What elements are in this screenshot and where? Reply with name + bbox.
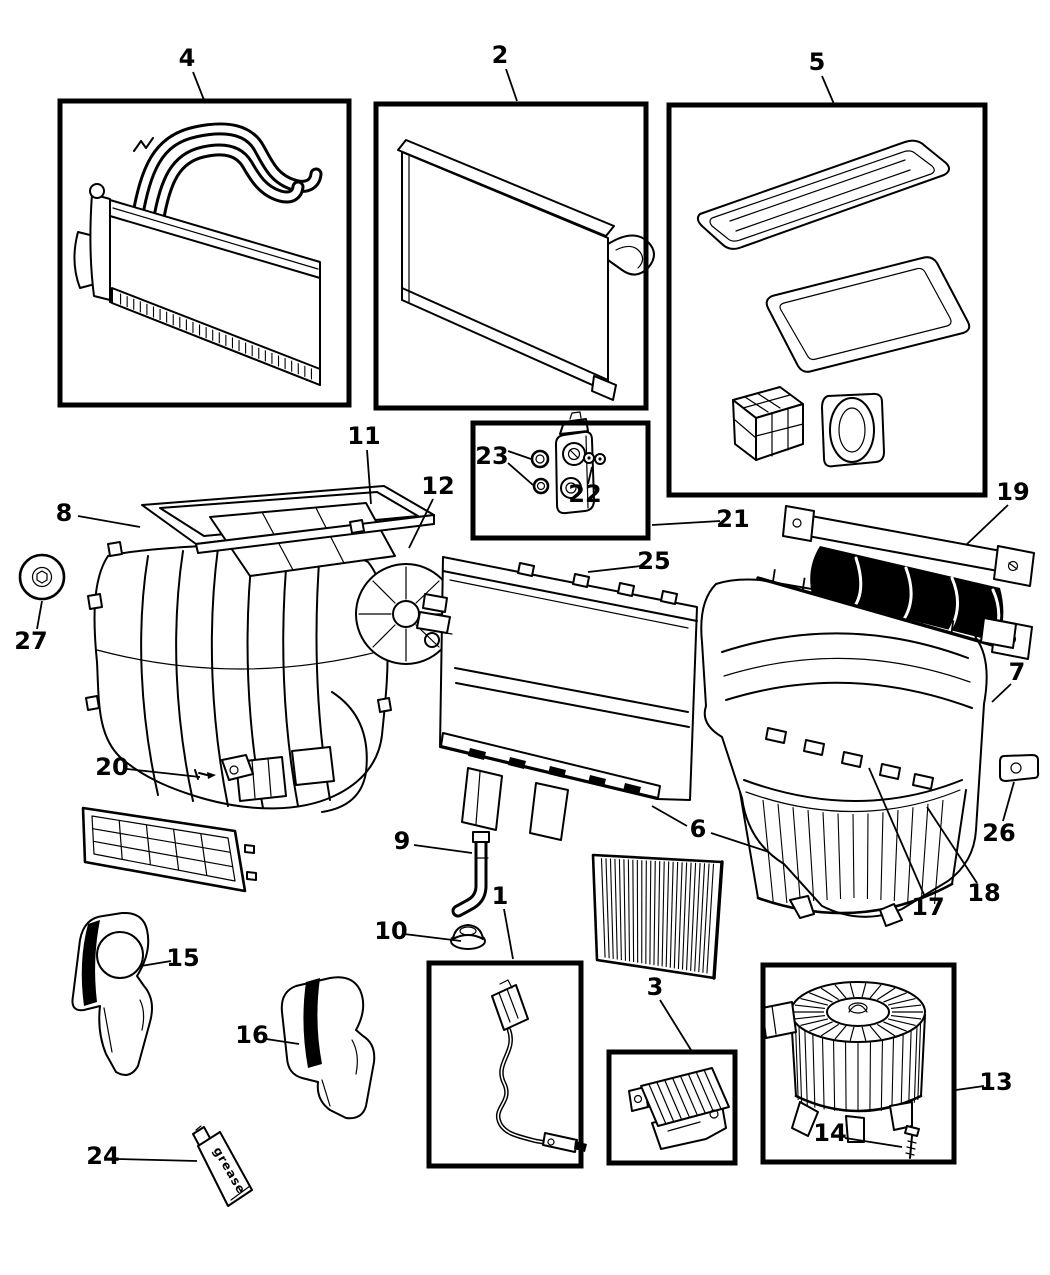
part-box-1 <box>426 960 584 1169</box>
callout-4: 4 <box>179 44 196 72</box>
callout-25: 25 <box>637 547 670 575</box>
harness-drawing <box>491 979 587 1153</box>
screw-14-icon <box>904 1125 920 1159</box>
seal-kit-drawing <box>696 139 971 468</box>
callout-22: 22 <box>568 480 601 508</box>
callout-27: 27 <box>14 627 47 655</box>
callout-5: 5 <box>809 48 826 76</box>
cabin-filter-drawing <box>591 853 724 980</box>
evaporator-core-drawing <box>397 139 655 401</box>
callout-11: 11 <box>347 422 380 450</box>
drain-grommet-drawing <box>450 924 486 950</box>
vent-grille-drawing <box>81 806 257 893</box>
callout-14: 14 <box>813 1119 846 1147</box>
callout-23: 23 <box>475 442 508 470</box>
callout-24: 24 <box>86 1142 119 1170</box>
callout-2: 2 <box>492 41 509 69</box>
callout-6: 6 <box>690 815 707 843</box>
callout-1: 1 <box>492 882 509 910</box>
callout-10: 10 <box>374 917 407 945</box>
o-ring-icon <box>530 449 550 469</box>
callout-9: 9 <box>394 827 411 855</box>
bracket-26-icon <box>999 754 1040 782</box>
grommet-27-drawing <box>18 553 66 601</box>
callout-26: 26 <box>982 819 1015 847</box>
part-box-4 <box>57 98 352 408</box>
callout-16: 16 <box>235 1021 268 1049</box>
callout-3: 3 <box>647 973 664 1001</box>
part-box-5 <box>666 102 988 498</box>
resistor-drawing <box>628 1067 730 1150</box>
callout-21: 21 <box>716 505 749 533</box>
callout-17: 17 <box>911 893 944 921</box>
part-box-13 <box>760 962 957 1165</box>
blower-motor-drawing <box>761 981 926 1159</box>
part-box-3 <box>606 1049 738 1166</box>
part-box-21 <box>470 420 651 541</box>
heater-core-drawing <box>73 122 323 386</box>
drain-tube-drawing <box>451 831 490 918</box>
callout-18: 18 <box>967 879 1000 907</box>
callout-15: 15 <box>166 944 199 972</box>
distribution-housing-drawing <box>85 485 457 813</box>
callout-8: 8 <box>56 499 73 527</box>
blower-housing-drawing <box>700 505 1040 927</box>
grease-tube-drawing: grease <box>192 1125 253 1207</box>
callout-12: 12 <box>421 472 454 500</box>
callout-7: 7 <box>1009 658 1026 686</box>
duct-15-drawing <box>71 911 153 1076</box>
part-box-2 <box>373 101 649 411</box>
callout-13: 13 <box>979 1068 1012 1096</box>
duct-16-drawing <box>280 976 376 1120</box>
callout-19: 19 <box>996 478 1029 506</box>
lower-housing-drawing <box>416 556 698 841</box>
callout-20: 20 <box>95 753 128 781</box>
